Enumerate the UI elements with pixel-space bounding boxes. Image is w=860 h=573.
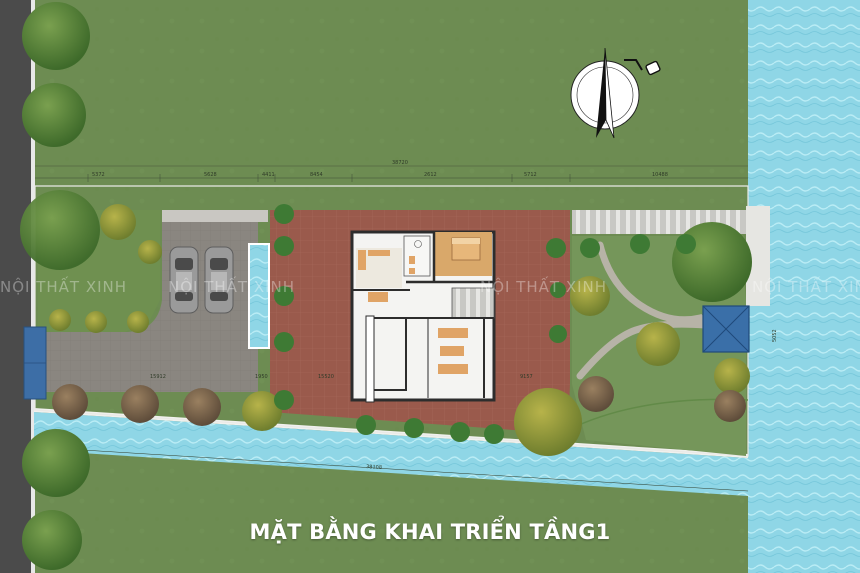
dining-table <box>368 292 388 302</box>
trees <box>20 2 752 570</box>
dim-top-seg-7: 10488 <box>652 172 668 178</box>
dim-top-total: 38720 <box>392 160 408 166</box>
dim-top-seg-1: 5372 <box>92 172 105 178</box>
watermark-3: NỘI THẤT XINH <box>480 275 607 296</box>
top-dimension-line <box>35 165 748 182</box>
watermark-1: NỘI THẤT XINH <box>0 275 127 296</box>
watermark-4: NỘI THẤT XINH <box>752 275 860 296</box>
swimming-pool <box>248 243 270 349</box>
house-floor-plan <box>350 230 496 403</box>
dim-top-seg-2: 5628 <box>204 172 217 178</box>
drive-edge <box>162 210 268 222</box>
road-curb <box>31 0 35 573</box>
dim-top-seg-3: 4411 <box>262 172 275 178</box>
living-left <box>371 317 407 391</box>
staircase <box>451 287 495 319</box>
dim-bottom-total: 38108 <box>366 464 382 471</box>
dim-small: 1950 <box>255 374 268 380</box>
parked-car-2 <box>204 246 234 314</box>
parked-car-1 <box>169 246 199 314</box>
driveway-paving <box>38 222 258 392</box>
dim-mid: 15520 <box>318 374 334 380</box>
dim-top-seg-5: 2612 <box>424 172 437 178</box>
dim-top-seg-4: 8454 <box>310 172 323 178</box>
north-arrow-icon <box>570 47 661 139</box>
sofa <box>438 328 468 338</box>
dim-driveway: 15912 <box>150 374 166 380</box>
plan-title: MẶT BẰNG KHAI TRIỂN TẦNG1 <box>249 520 611 544</box>
river-bottom <box>34 412 748 496</box>
bathroom <box>403 235 431 277</box>
dim-right-height: 5052 <box>772 329 778 342</box>
dim-right: 9157 <box>520 374 533 380</box>
dim-top-seg-6: 5712 <box>524 172 537 178</box>
watermark-2: NỘI THẤT XINH <box>168 275 295 296</box>
